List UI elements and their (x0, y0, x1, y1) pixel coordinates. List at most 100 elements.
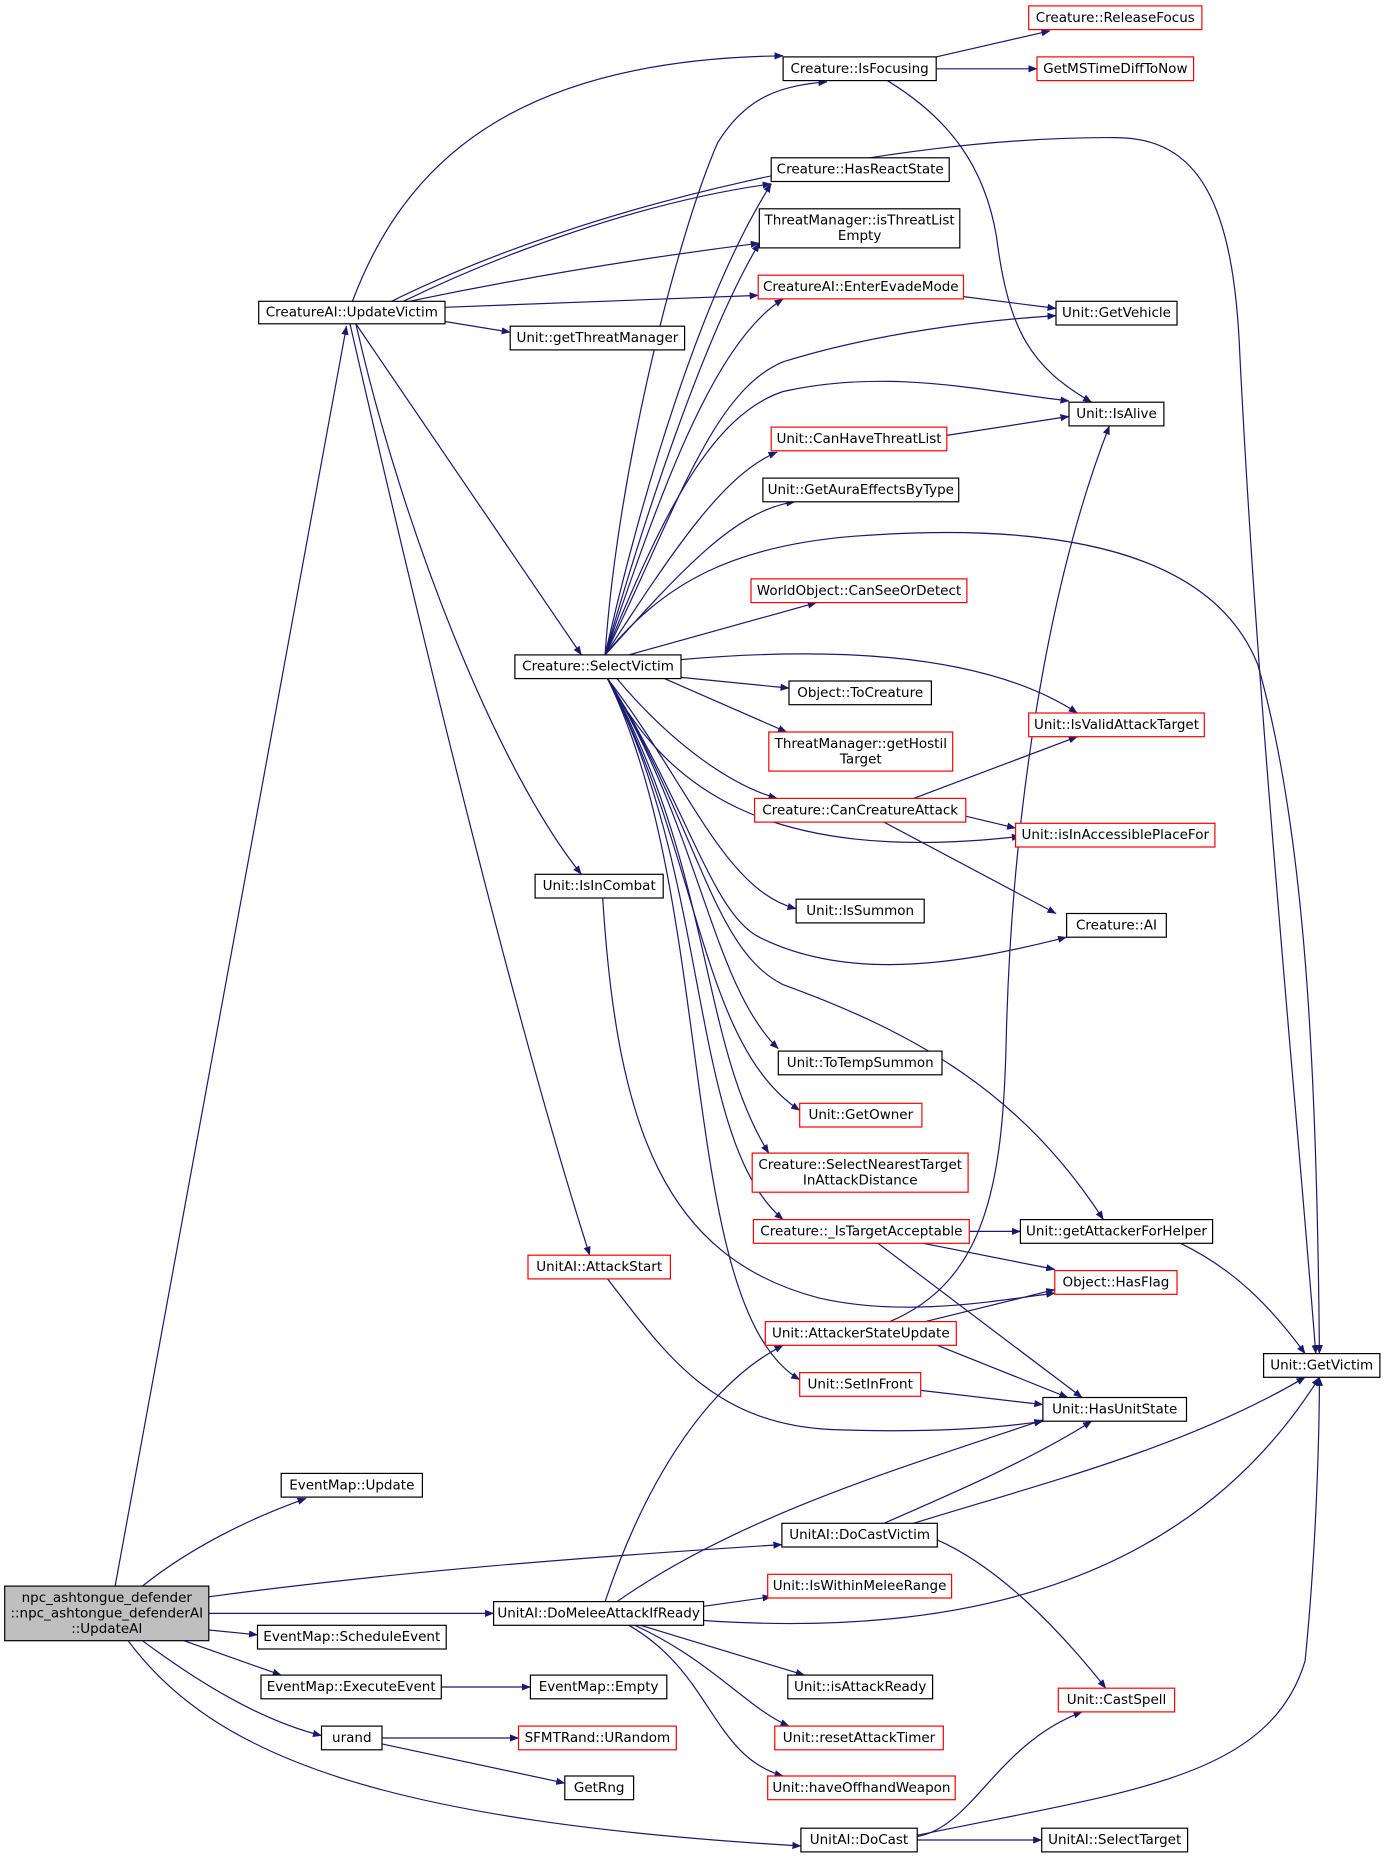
edge-updatevictim-to-enterevade (444, 292, 759, 308)
node-box (774, 1725, 944, 1751)
node-getvehicle[interactable]: Unit::GetVehicle (1055, 300, 1178, 326)
node-box (1028, 5, 1203, 31)
edge-selectvictim-to-canhavethreat (604, 451, 778, 656)
node-label: ::npc_ashtongue_defenderAI (10, 1605, 203, 1621)
node-label: Creature::SelectVictim (522, 659, 674, 675)
node-label: Target (839, 751, 882, 767)
node-istargetacceptable[interactable]: Creature::_IsTargetAcceptable (752, 1218, 970, 1244)
node-label: npc_ashtongue_defender (22, 1590, 193, 1606)
edge-attackerstateupdate-to-hasflag (925, 1288, 1056, 1323)
edge-domelee-to-resetattacktimer (634, 1624, 790, 1727)
node-root[interactable]: npc_ashtongue_defender::npc_ashtongue_de… (4, 1585, 210, 1642)
node-box (514, 654, 682, 680)
node-canhavethreat[interactable]: Unit::CanHaveThreatList (770, 426, 948, 452)
node-label: Unit::GetVictim (1270, 1358, 1373, 1374)
node-box (770, 426, 948, 452)
node-updatevictim[interactable]: CreatureAI::UpdateVictim (258, 300, 446, 325)
node-executeevent[interactable]: EventMap::ExecuteEvent (260, 1674, 442, 1700)
node-box (1068, 401, 1165, 427)
node-iswithinmelee[interactable]: Unit::IsWithinMeleeRange (767, 1573, 953, 1599)
node-getattackerforhelper[interactable]: Unit::getAttackerForHelper (1019, 1218, 1214, 1244)
node-getrng[interactable]: GetRng (564, 1775, 635, 1801)
node-setinfront[interactable]: Unit::SetInFront (799, 1371, 922, 1397)
node-label: Unit::GetVehicle (1062, 305, 1171, 321)
node-label: UnitAI::DoCast (810, 1832, 908, 1848)
node-label: Unit::IsInCombat (543, 878, 656, 894)
edge-selectvictim-to-setinfront (606, 678, 801, 1381)
node-docastvictim[interactable]: UnitAI::DoCastVictim (781, 1522, 938, 1548)
edge-domelee-to-haveoffhand (628, 1624, 784, 1778)
edge-attackstart-to-hasunitstate (607, 1278, 1044, 1432)
node-getmstime[interactable]: GetMSTimeDiffToNow (1036, 56, 1195, 82)
node-label: ThreatManager::getHostil (774, 736, 947, 752)
node-box (1036, 56, 1195, 82)
edge-domelee-to-attackerstateupdate (604, 1344, 784, 1602)
edge-docast-to-getvictim (917, 1376, 1323, 1836)
edge-selectvictim-to-cancreatureattack (616, 678, 778, 800)
edge-selectvictim-to-getvictim (604, 531, 1323, 1355)
node-isvalidattack[interactable]: Unit::IsValidAttackTarget (1028, 712, 1205, 738)
node-box (751, 1152, 969, 1193)
node-docast[interactable]: UnitAI::DoCast (800, 1827, 918, 1853)
node-urand[interactable]: urand (320, 1725, 383, 1751)
node-selectnearest[interactable]: Creature::SelectNearestTargetInAttackDis… (751, 1152, 969, 1193)
node-box (1028, 712, 1205, 738)
node-creatureai[interactable]: Creature::AI (1065, 912, 1167, 938)
node-tocreature[interactable]: Object::ToCreature (788, 680, 932, 706)
call-edges (114, 29, 1323, 1850)
node-isalive[interactable]: Unit::IsAlive (1068, 401, 1165, 427)
node-getthreatmgr[interactable]: Unit::getThreatManager (509, 325, 686, 351)
node-box (1041, 1827, 1189, 1853)
node-getauraeffects[interactable]: Unit::GetAuraEffectsByType (762, 477, 960, 503)
node-isincombat[interactable]: Unit::IsInCombat (534, 873, 664, 899)
node-attackstart[interactable]: UnitAI::AttackStart (527, 1254, 671, 1280)
node-releasefocus[interactable]: Creature::ReleaseFocus (1028, 5, 1203, 31)
node-box (750, 578, 968, 604)
node-label: ::UpdateAI (71, 1621, 142, 1637)
edge-selectvictim-to-isvalidattack (680, 653, 1078, 714)
edge-updatevictim-to-getthreatmgr (444, 320, 511, 335)
node-sfmt[interactable]: SFMTRand::URandom (517, 1725, 677, 1751)
node-hasflag[interactable]: Object::HasFlag (1054, 1269, 1178, 1295)
node-label: UnitAI::SelectTarget (1048, 1832, 1181, 1848)
node-getowner[interactable]: Unit::GetOwner (799, 1102, 923, 1128)
node-resetattacktimer[interactable]: Unit::resetAttackTimer (774, 1725, 944, 1751)
node-selecttarget[interactable]: UnitAI::SelectTarget (1041, 1827, 1189, 1853)
node-box (757, 274, 965, 300)
node-getvictim[interactable]: Unit::GetVictim (1262, 1352, 1381, 1378)
edge-selectvictim-to-getattackerforhelper (606, 678, 1104, 1220)
node-scheduleevent[interactable]: EventMap::ScheduleEvent (256, 1624, 447, 1650)
node-box (1054, 1269, 1178, 1295)
node-box (787, 1674, 934, 1700)
node-hasunitstate[interactable]: Unit::HasUnitState (1042, 1396, 1188, 1422)
edge-cancreatureattack-to-isinaccessible (965, 815, 1017, 830)
node-domelee[interactable]: UnitAI::DoMeleeAttackIfReady (493, 1600, 705, 1626)
node-totempsummon[interactable]: Unit::ToTempSummon (777, 1050, 943, 1076)
node-hasreactstate[interactable]: Creature::HasReactState (770, 157, 950, 183)
node-eventmapupdate[interactable]: EventMap::Update (280, 1472, 424, 1498)
node-label: Unit::GetOwner (808, 1107, 913, 1123)
node-label: Unit::getAttackerForHelper (1026, 1223, 1207, 1239)
node-haveoffhand[interactable]: Unit::haveOffhandWeapon (767, 1775, 956, 1801)
node-eventmapempty[interactable]: EventMap::Empty (529, 1674, 668, 1700)
node-isfocusing[interactable]: Creature::IsFocusing (782, 56, 937, 82)
node-label: Unit::ToTempSummon (787, 1055, 934, 1071)
node-attackerstateupdate[interactable]: Unit::AttackerStateUpdate (764, 1320, 957, 1346)
node-label: UnitAI::DoCastVictim (789, 1527, 930, 1543)
node-box (1019, 1218, 1214, 1244)
node-canseeordetect[interactable]: WorldObject::CanSeeOrDetect (750, 578, 968, 604)
node-selectvictim[interactable]: Creature::SelectVictim (514, 654, 682, 680)
node-label: Unit::haveOffhandWeapon (772, 1780, 950, 1796)
node-issummon[interactable]: Unit::IsSummon (795, 898, 925, 924)
node-box (767, 1775, 956, 1801)
node-castspell[interactable]: Unit::CastSpell (1057, 1687, 1176, 1713)
node-isattackready[interactable]: Unit::isAttackReady (787, 1674, 934, 1700)
node-enterevade[interactable]: CreatureAI::EnterEvadeMode (757, 274, 965, 300)
node-label: Unit::GetAuraEffectsByType (768, 482, 954, 498)
node-box (799, 1102, 923, 1128)
node-isinaccessible[interactable]: Unit::isInAccessiblePlaceFor (1014, 822, 1216, 848)
node-cancreatureattack[interactable]: Creature::CanCreatureAttack (753, 797, 967, 823)
edge-updatevictim-to-getvictim (391, 136, 1319, 1355)
